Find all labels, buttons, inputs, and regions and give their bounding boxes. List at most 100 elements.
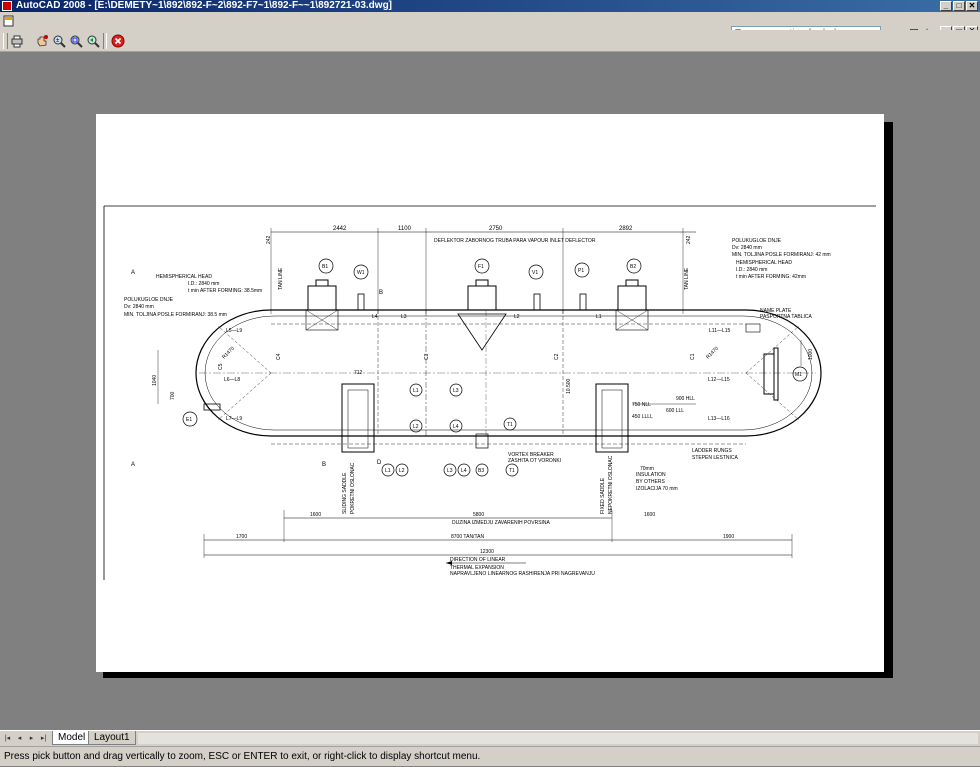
tan-line-left: TAN LINE [278, 267, 284, 290]
section-b-top: B [379, 290, 383, 296]
close-preview-icon[interactable] [110, 33, 126, 49]
close-button[interactable]: ✕ [966, 1, 978, 11]
dim-2892: 2892 [619, 226, 633, 232]
label-r1470-right: R1470 [705, 346, 720, 361]
dim-10500: 10.500 [566, 378, 572, 394]
label-l12-l15: L12—L15 [708, 377, 730, 383]
level-hll: 900 HLL [676, 396, 695, 402]
insulation-2: INSULATION [636, 472, 666, 478]
zoom-realtime-icon[interactable]: ± [51, 33, 67, 49]
section-a-bottom: A [131, 462, 135, 468]
name-plate-1: NAME PLATE [760, 308, 792, 314]
next-tab-button[interactable]: ▸ [29, 735, 34, 742]
label-c1: C1 [690, 353, 696, 360]
layout-tabs-bar: |◂ ◂ ▸ ▸| Model Layout1 [0, 730, 980, 746]
ladder-rungs-1: LADDER RUNGS [692, 448, 732, 454]
pan-icon[interactable] [34, 33, 50, 49]
sliding-saddle-2: POKRETNI OSLONAC [350, 462, 356, 514]
dim-1600-left: 1600 [310, 512, 321, 518]
direction-note-3: NAPRAVLJENO LINEARNOG RASHIRENJA PRI NAG… [450, 571, 595, 577]
hemi-left-note-1: HEMISPHERICAL HEAD [156, 274, 212, 280]
nozzle-v1: V1 [532, 270, 538, 276]
deflector-note: DEFLEKTOR ZABORNOG TRUBA PARA VAPOUR INL… [434, 238, 596, 244]
dim-700: 700 [170, 391, 176, 400]
vortex-breaker-2: ZASHITA OT VORONKI [508, 458, 561, 464]
hemi-left-note-2: I.D.: 2840 mm [188, 281, 219, 287]
section-b-bottom: B [322, 462, 326, 468]
plot-icon[interactable] [9, 33, 25, 49]
autocad-app-icon[interactable] [2, 1, 12, 11]
label-l4: L4 [372, 314, 378, 320]
title-bar: AutoCAD 2008 - [E:\DEMETY~1\892\892-F~2\… [0, 0, 980, 12]
nozzle-l3-b: L3 [447, 468, 453, 474]
dim-1700: 1700 [236, 534, 247, 540]
tan-line-right: TAN LINE [684, 267, 690, 290]
label-l2: L2 [514, 314, 520, 320]
section-a-top: A [131, 270, 135, 276]
svg-text:±: ± [56, 38, 60, 44]
label-c5: C5 [218, 363, 224, 370]
label-l6-l8: L6—L8 [224, 377, 240, 383]
hemi-right-note-4: HEMISPHERICAL HEAD [736, 260, 792, 266]
hemi-right-note-5: I.D.: 2840 mm [736, 267, 767, 273]
toolbar-grip[interactable] [3, 33, 8, 49]
nozzle-w1: W1 [357, 270, 365, 276]
zoom-previous-icon[interactable] [85, 33, 101, 49]
last-tab-button[interactable]: ▸| [40, 735, 47, 742]
zoom-window-icon[interactable] [68, 33, 84, 49]
plot-preview-toolbar: ± [0, 30, 980, 52]
nozzle-m1: M1 [795, 372, 802, 378]
prev-tab-button[interactable]: ◂ [17, 735, 22, 742]
window-title: AutoCAD 2008 - [E:\DEMETY~1\892\892-F~2\… [16, 0, 393, 11]
label-l3: L3 [401, 314, 407, 320]
nozzle-b3: B3 [478, 468, 484, 474]
vessel-drawing: 2442 1100 2750 2892 242 242 L4 L3 L2 L1 … [103, 205, 876, 580]
hemi-left-note-6: MIN. TOLJINA POSLE FORMIRANJ: 38.5 mm [124, 312, 227, 318]
nozzle-l4-b: L4 [461, 468, 467, 474]
tab-layout1[interactable]: Layout1 [88, 731, 136, 745]
hemi-left-note-4: POLUKUGLOE DNJE [124, 297, 174, 303]
insulation-1: 70mm [640, 466, 654, 472]
nozzle-b2: B2 [630, 264, 636, 270]
insulation-3: BY OTHERS [636, 479, 665, 485]
command-status-bar: Press pick button and drag vertically to… [0, 746, 980, 766]
hemi-right-note-1: POLUKUGLOE DNJE [732, 238, 782, 244]
plot-preview-paper[interactable]: 2442 1100 2750 2892 242 242 L4 L3 L2 L1 … [96, 114, 884, 672]
nozzle-t1-a: T1 [507, 422, 513, 428]
dim-1600-right: 1600 [644, 512, 655, 518]
nozzle-b1: B1 [322, 264, 328, 270]
label-c3: C3 [424, 353, 430, 360]
level-nll: 750 NLL [632, 402, 651, 408]
vortex-breaker-1: VORTEX BREAKER [508, 452, 554, 458]
nozzle-l3-a: L3 [453, 388, 459, 394]
hemi-right-note-3: MIN. TOLJINA POSLE FORMIRANJ: 42 mm [732, 252, 831, 258]
dim-1900: 1900 [723, 534, 734, 540]
dim-2442: 2442 [333, 226, 347, 232]
dim-2750: 2750 [489, 226, 503, 232]
dim-8700: 8700 TAN/TAN [451, 534, 484, 540]
name-plate-2: PASPORTNA TABLICA [760, 314, 813, 320]
hemi-left-note-5: Dv: 2840 mm [124, 304, 154, 310]
hemi-left-note-3: t min AFTER FORMING: 38.5mm [188, 288, 262, 294]
tab-model[interactable]: Model [52, 731, 92, 745]
label-l13-l16: L13—L16 [708, 416, 730, 422]
label-l1: L1 [596, 314, 602, 320]
nozzle-p1: P1 [578, 268, 584, 274]
dim-12300: 12300 [480, 549, 494, 555]
label-r1470-left: R1470 [221, 346, 236, 361]
fixed-saddle-1: FIXED SADDLE [600, 477, 606, 514]
minimize-button[interactable]: _ [940, 1, 952, 11]
hemi-right-note-6: t min AFTER FORMING: 42mm [736, 274, 806, 280]
dim-242-left: 242 [266, 235, 272, 244]
first-tab-button[interactable]: |◂ [4, 735, 11, 742]
sliding-saddle-1: SLIDING SADDLE [342, 472, 348, 514]
label-c4: C4 [276, 353, 282, 360]
dim-712: 712 [354, 370, 363, 376]
maximize-button[interactable]: □ [953, 1, 965, 11]
label-l7-l9: L7—L9 [226, 416, 242, 422]
horizontal-scrollbar[interactable] [138, 733, 978, 744]
menu-bar: ⌕ ▾ ✉ ★ _ ▭ ✕ [0, 12, 980, 40]
drawing-document-icon[interactable] [3, 15, 15, 27]
label-l5-l9: L5—L9 [226, 328, 242, 334]
nozzle-l4-a: L4 [453, 424, 459, 430]
